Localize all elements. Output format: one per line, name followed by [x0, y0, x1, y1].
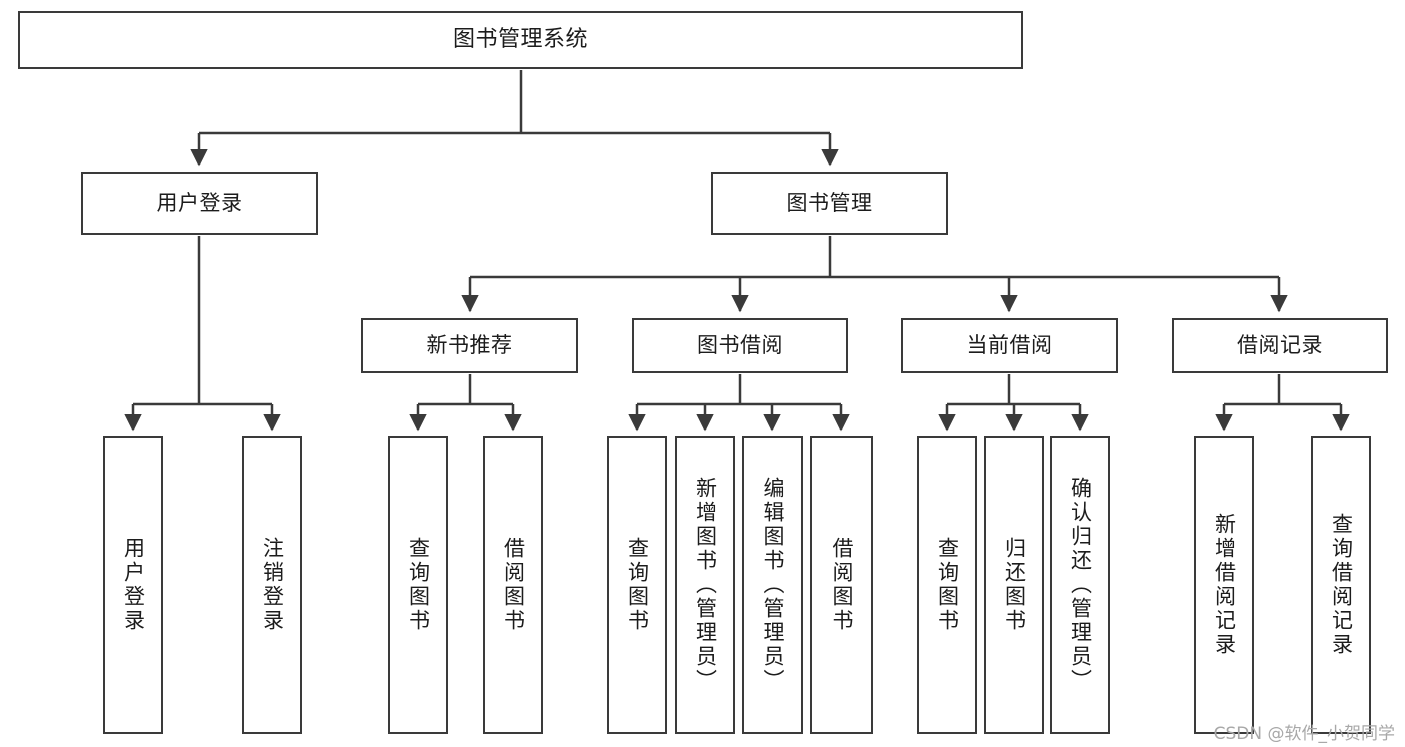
- node-leaf-confirm-return[interactable]: 确认归还（管理员）: [1050, 436, 1110, 734]
- node-leaf-query-book-2[interactable]: 查询图书: [607, 436, 667, 734]
- node-book-manage-label: 图书管理: [786, 191, 873, 216]
- node-book-borrow-label: 图书借阅: [697, 333, 783, 358]
- node-leaf-add-borrow-record[interactable]: 新增借阅记录: [1194, 436, 1254, 734]
- node-leaf-user-login-label: 用户登录: [121, 537, 146, 633]
- node-leaf-logout-login-label: 注销登录: [260, 537, 285, 633]
- node-new-book-recommend-label: 新书推荐: [426, 333, 513, 358]
- node-leaf-return-book-label: 归还图书: [1002, 537, 1027, 633]
- node-current-borrow-label: 当前借阅: [966, 333, 1053, 358]
- node-book-manage[interactable]: 图书管理: [711, 172, 948, 235]
- node-leaf-borrow-book-1[interactable]: 借阅图书: [483, 436, 543, 734]
- node-leaf-query-borrow-record[interactable]: 查询借阅记录: [1311, 436, 1371, 734]
- node-new-book-recommend[interactable]: 新书推荐: [361, 318, 578, 373]
- node-root-label: 图书管理系统: [452, 27, 588, 53]
- watermark-text: CSDN @软件_小贺同学: [1213, 724, 1395, 744]
- node-leaf-query-book-1-label: 查询图书: [406, 537, 431, 633]
- node-leaf-borrow-book-1-label: 借阅图书: [501, 537, 526, 633]
- node-leaf-borrow-book-2[interactable]: 借阅图书: [810, 436, 873, 734]
- node-leaf-query-borrow-record-label: 查询借阅记录: [1329, 513, 1354, 657]
- node-current-borrow[interactable]: 当前借阅: [901, 318, 1118, 373]
- node-root[interactable]: 图书管理系统: [18, 11, 1023, 69]
- node-leaf-add-book[interactable]: 新增图书（管理员）: [675, 436, 735, 734]
- node-user-login[interactable]: 用户登录: [81, 172, 318, 235]
- node-leaf-return-book[interactable]: 归还图书: [984, 436, 1044, 734]
- node-leaf-borrow-book-2-label: 借阅图书: [830, 537, 854, 633]
- node-leaf-confirm-return-label: 确认归还（管理员）: [1068, 477, 1093, 693]
- node-leaf-logout-login[interactable]: 注销登录: [242, 436, 302, 734]
- node-borrow-record-label: 借阅记录: [1237, 333, 1323, 358]
- node-leaf-edit-book[interactable]: 编辑图书（管理员）: [742, 436, 803, 734]
- node-leaf-edit-book-label: 编辑图书（管理员）: [761, 477, 785, 693]
- node-leaf-user-login[interactable]: 用户登录: [103, 436, 163, 734]
- node-leaf-add-borrow-record-label: 新增借阅记录: [1212, 513, 1237, 657]
- node-book-borrow[interactable]: 图书借阅: [632, 318, 848, 373]
- node-user-login-label: 用户登录: [156, 191, 243, 216]
- node-leaf-query-book-2-label: 查询图书: [625, 537, 650, 633]
- node-leaf-query-book-3-label: 查询图书: [935, 537, 960, 633]
- node-borrow-record[interactable]: 借阅记录: [1172, 318, 1388, 373]
- node-leaf-query-book-1[interactable]: 查询图书: [388, 436, 448, 734]
- node-leaf-query-book-3[interactable]: 查询图书: [917, 436, 977, 734]
- node-leaf-add-book-label: 新增图书（管理员）: [693, 477, 718, 693]
